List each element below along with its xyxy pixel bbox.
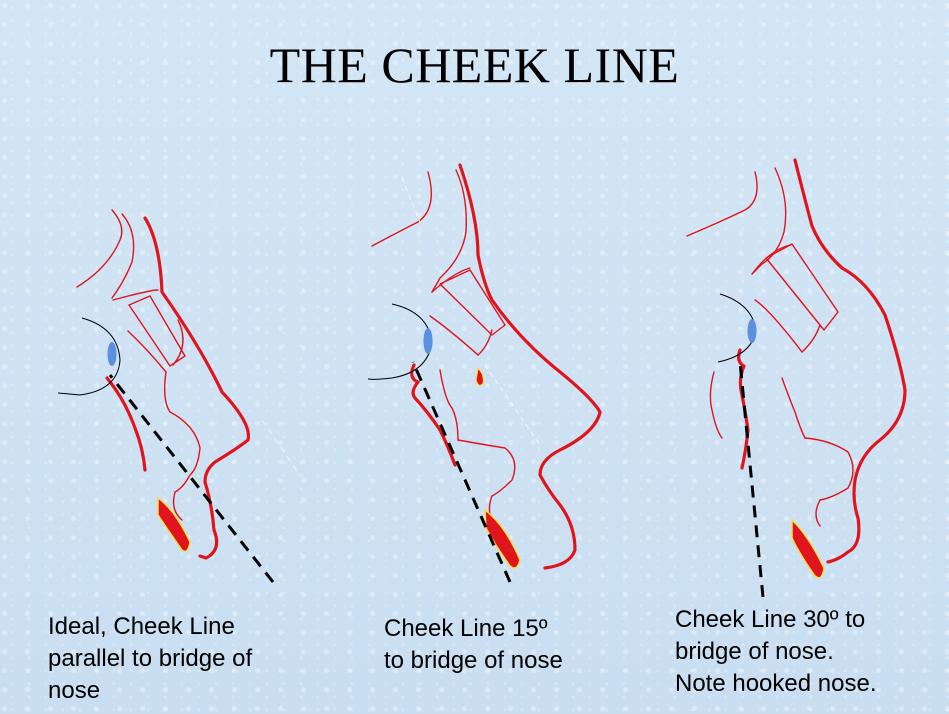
caption-ideal: Ideal, Cheek Line parallel to bridge of …: [48, 613, 253, 704]
lips-30-degrees: [791, 518, 825, 579]
eye-ideal: [107, 342, 117, 366]
caption-30-degrees: Cheek Line 30º to bridge of nose. Note h…: [675, 606, 877, 697]
caption-15-degrees: Cheek Line 15º to bridge of nose: [384, 615, 563, 674]
lips-ideal: [157, 496, 191, 553]
page-title: THE CHEEK LINE: [269, 37, 680, 93]
eye-15-degrees: [423, 328, 433, 354]
profile-ideal: [57, 209, 301, 583]
eye-30-degrees: [747, 319, 757, 343]
cheek-line-15-degrees: [411, 361, 512, 583]
cheek-line-30-degrees: [738, 361, 765, 598]
lips-15-degrees: [484, 508, 521, 569]
profile-30-degrees: [686, 158, 907, 598]
cheek-line-ideal: [108, 374, 275, 583]
profile-15-degrees: [367, 163, 602, 583]
